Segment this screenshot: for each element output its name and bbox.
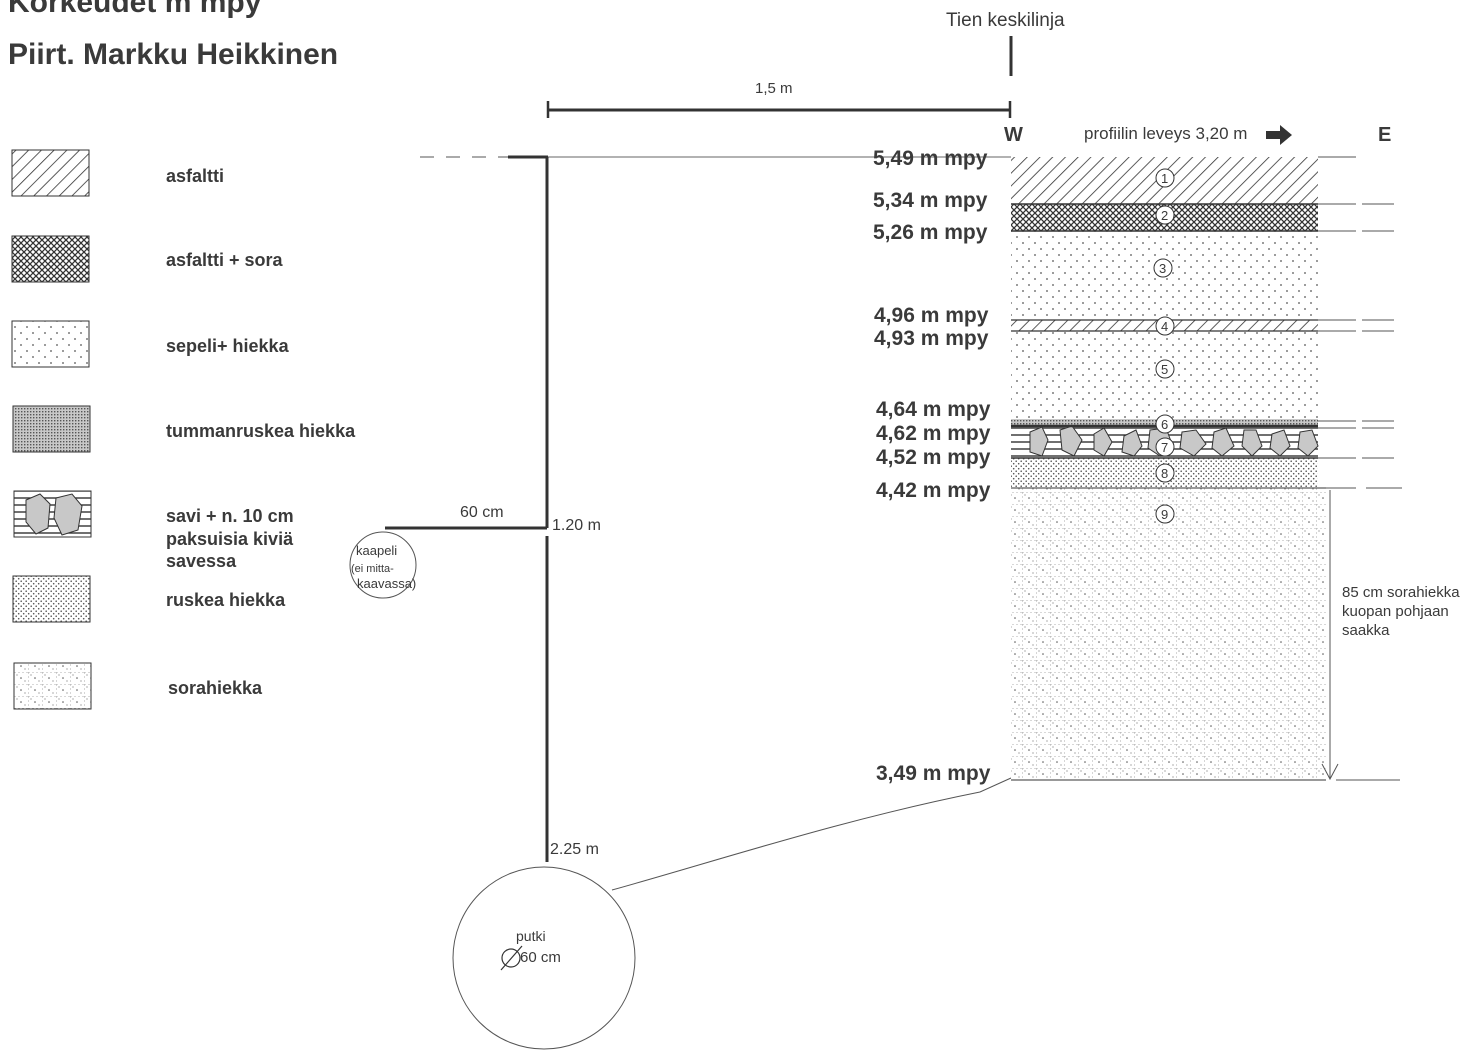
legend-stone-shape [25, 493, 51, 535]
legend-item-sepeli-hiekka: sepeli+ hiekka [11, 320, 290, 368]
layer-number: 6 [1161, 417, 1168, 432]
legend-item-tummanruskea-hiekka: tummanruskea hiekka [12, 405, 356, 453]
pipe-depth-label: 2.25 m [550, 841, 599, 858]
elevation-label: 5,34 m mpy [873, 189, 988, 212]
legend-swatch-dense-dots [12, 575, 91, 623]
legend-label: ruskea hiekka [166, 590, 286, 610]
bottom-note-line: kuopan pohjaan [1342, 603, 1449, 620]
legend-label: savi + n. 10 cm [166, 506, 294, 526]
legend-item-ruskea-hiekka: ruskea hiekka [12, 575, 286, 623]
layer-number: 4 [1161, 319, 1168, 334]
title-line2: Piirt. Markku Heikkinen [8, 38, 338, 71]
pipe-label: putki [516, 928, 546, 944]
legend-label: sorahiekka [168, 678, 263, 698]
legend-label: paksuisia kiviä [166, 529, 294, 549]
legend-label: savessa [166, 551, 237, 571]
legend-item-savi: savi + n. 10 cm paksuisia kiviä savessa [13, 490, 294, 571]
elevation-label: 5,49 m mpy [873, 147, 988, 170]
elevation-label: 4,42 m mpy [876, 479, 991, 502]
legend-stone-shape [53, 493, 83, 536]
elevation-label: 4,96 m mpy [874, 304, 989, 327]
layer-number: 1 [1161, 171, 1168, 186]
cable-label: kaavassa) [357, 576, 416, 591]
elevation-label: 5,26 m mpy [873, 221, 988, 244]
soil-profile: 1 2 3 4 5 6 7 8 9 [1011, 157, 1326, 781]
legend-label: asfaltti + sora [166, 250, 284, 270]
legend-item-sorahiekka: sorahiekka [13, 662, 263, 710]
cable-depth-label: 1.20 m [552, 517, 601, 534]
east-label: E [1378, 124, 1391, 146]
legend-label: tummanruskea hiekka [166, 421, 356, 441]
layer-numbers: 1 2 3 4 5 6 7 8 9 [1153, 168, 1175, 524]
elevation-label: 4,93 m mpy [874, 327, 989, 350]
legend-item-asfaltti: asfaltti [11, 149, 224, 197]
bottom-note-line: saakka [1342, 622, 1390, 639]
layer-number: 3 [1159, 261, 1166, 276]
distance-label: 1,5 m [755, 80, 793, 97]
distance-dimension: 1,5 m [546, 80, 1012, 118]
arrow-down-icon [1321, 763, 1339, 781]
layer-number: 9 [1161, 507, 1168, 522]
diameter-icon [500, 945, 523, 971]
legend-item-asfaltti-sora: asfaltti + sora [11, 235, 284, 283]
layer-number: 8 [1161, 466, 1168, 481]
legend-swatch-hatch [11, 149, 90, 197]
title-line1: Korkeudet m mpy [8, 0, 262, 19]
elevation-label: 3,49 m mpy [876, 762, 991, 785]
elevation-label: 4,64 m mpy [876, 398, 991, 421]
legend-swatch-crosshatch [11, 235, 90, 283]
elevation-labels: 5,49 m mpy 5,34 m mpy 5,26 m mpy 4,96 m … [873, 147, 991, 785]
cable-circle [349, 531, 417, 599]
cable-label: kaapeli [356, 543, 397, 558]
layer-number: 2 [1161, 208, 1168, 223]
legend-swatch-fine-dense [12, 405, 91, 453]
legend: asfaltti asfaltti + sora sepeli+ hiekka … [11, 149, 356, 710]
centerline-label: Tien keskilinja [946, 10, 1065, 31]
excavation-slope-line [611, 777, 1012, 891]
cable-label: (ei mitta- [351, 563, 394, 575]
bottom-note-line: 85 cm sorahiekka [1342, 584, 1460, 601]
legend-label: sepeli+ hiekka [166, 336, 290, 356]
elevation-label: 4,62 m mpy [876, 422, 991, 445]
elevation-label: 4,52 m mpy [876, 446, 991, 469]
pipe-circle [452, 866, 636, 1050]
pipe-diameter-label: 60 cm [520, 949, 561, 966]
layer-number: 7 [1161, 440, 1168, 455]
cable-distance-label: 60 cm [460, 504, 504, 521]
west-label: W [1004, 124, 1023, 146]
legend-swatch-sparse-dots [11, 320, 90, 368]
right-tick-lines [1318, 156, 1402, 781]
legend-swatch-grid-dots [13, 662, 92, 710]
legend-label: asfaltti [166, 166, 224, 186]
profile-width-label: profiilin leveys 3,20 m [1084, 124, 1247, 143]
layer-sorahiekka [1011, 488, 1326, 780]
layer-number: 5 [1161, 362, 1168, 377]
arrow-right-icon [1266, 125, 1292, 145]
